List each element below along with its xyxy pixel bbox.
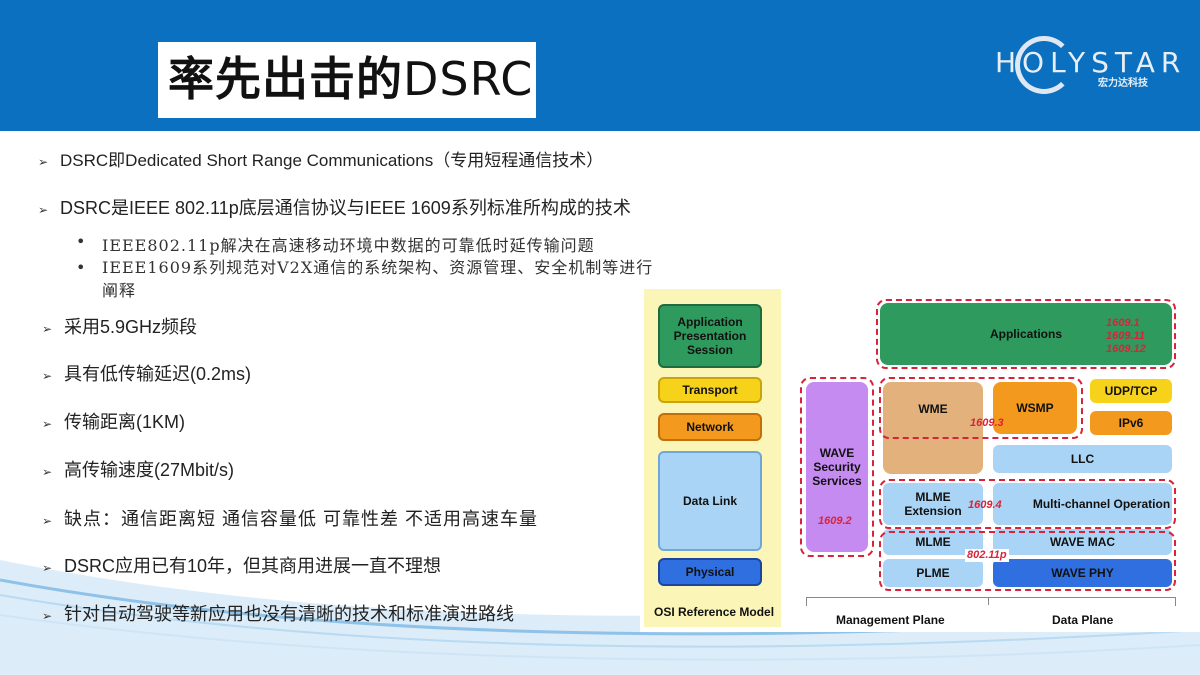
bullet-item: ➢DSRC是IEEE 802.11p底层通信协议与IEEE 1609系列标准所构… [38,198,631,218]
bullet-item: ➢缺点：通信距离短 通信容量低 可靠性差 不适用高速车量 [42,509,539,529]
multichannel-box: Multi-channel Operation [993,483,1172,525]
multichannel-label: Multi-channel Operation [1032,497,1171,511]
wave-architecture-diagram: Application Presentation Session Transpo… [640,287,1200,632]
logo-subtitle: 宏力达科技 [1098,78,1148,89]
multichannel-standard: 1609.4 [968,499,1002,511]
osi-transport-box: Transport [658,377,762,403]
logo-ring-icon [1015,36,1073,94]
bullet-item: ➢针对自动驾驶等新应用也没有清晰的技术和标准演进路线 [42,604,514,624]
bullet-item: ➢采用5.9GHz频段 [42,317,198,337]
wsmp-dashed-outline [879,377,1083,439]
arrow-icon: ➢ [42,514,54,528]
title-part-2: DSRC [403,52,534,106]
bullet-item: ➢传输距离(1KM) [42,412,185,432]
bullet-dot-icon: • [76,232,87,251]
wave-mac-box: WAVE MAC [993,529,1172,555]
arrow-icon: ➢ [42,609,53,623]
mlme-extension-box: MLME Extension [883,483,983,525]
bullet-item: ➢DSRC即Dedicated Short Range Communicatio… [38,151,604,170]
plane-divider [806,597,1176,606]
osi-network-box: Network [658,413,762,441]
wave-security-box: WAVE Security Services [806,382,868,552]
slide-title: 率先出击的DSRC [168,50,533,108]
bullet-item: ➢具有低传输延迟(0.2ms) [42,364,252,384]
arrow-icon: ➢ [42,417,53,431]
osi-datalink-box: Data Link [658,451,762,551]
arrow-icon: ➢ [38,203,49,217]
arrow-icon: ➢ [42,322,53,336]
llc-box: LLC [993,445,1172,473]
sub-bullet-item: •IEEE1609系列规范对V2X通信的系统架构、资源管理、安全机制等进行阐释 [76,258,654,300]
arrow-icon: ➢ [38,155,49,169]
arrow-icon: ➢ [42,369,53,383]
bullet-dot-icon: • [76,258,87,277]
bullet-item: ➢高传输速度(27Mbit/s) [42,460,235,480]
udp-tcp-box: UDP/TCP [1090,379,1172,403]
wave-phy-box: WAVE PHY [993,559,1172,587]
ipv6-box: IPv6 [1090,411,1172,435]
wsmp-standard: 1609.3 [970,417,1004,429]
osi-caption: OSI Reference Model [654,605,775,619]
arrow-icon: ➢ [42,465,53,479]
wme-box: WME [883,382,983,474]
applications-dashed-outline [876,299,1176,369]
applications-box: Applications [880,303,1172,365]
bullet-item: ➢DSRC应用已有10年，但其商用进展一直不理想 [42,556,442,576]
80211p-dashed-outline [879,531,1176,591]
logo-text: HOLYSTAR [995,46,1187,79]
plme-box: PLME [883,559,983,587]
management-plane-label: Management Plane [836,613,945,627]
wsmp-box: WSMP [993,382,1077,434]
title-background [158,42,536,118]
security-dashed-outline [800,377,874,557]
data-plane-label: Data Plane [1052,613,1114,627]
plane-divider-mid [988,597,989,605]
title-part-1: 率先出击的 [168,52,403,106]
sub-bullet-item: •IEEE802.11p解决在高速移动环境中数据的可靠低时延传输问题 [76,232,595,255]
80211p-standard: 802.11p [965,549,1009,562]
arrow-icon: ➢ [42,561,53,575]
multichannel-dashed-outline [879,479,1176,529]
applications-standards: 1609.1 1609.11 1609.12 [1106,317,1146,355]
osi-app-session-box: Application Presentation Session [658,304,762,368]
security-standard: 1609.2 [818,515,852,527]
osi-physical-box: Physical [658,558,762,586]
company-logo: HOLYSTAR 宏力达科技 [990,36,1180,96]
